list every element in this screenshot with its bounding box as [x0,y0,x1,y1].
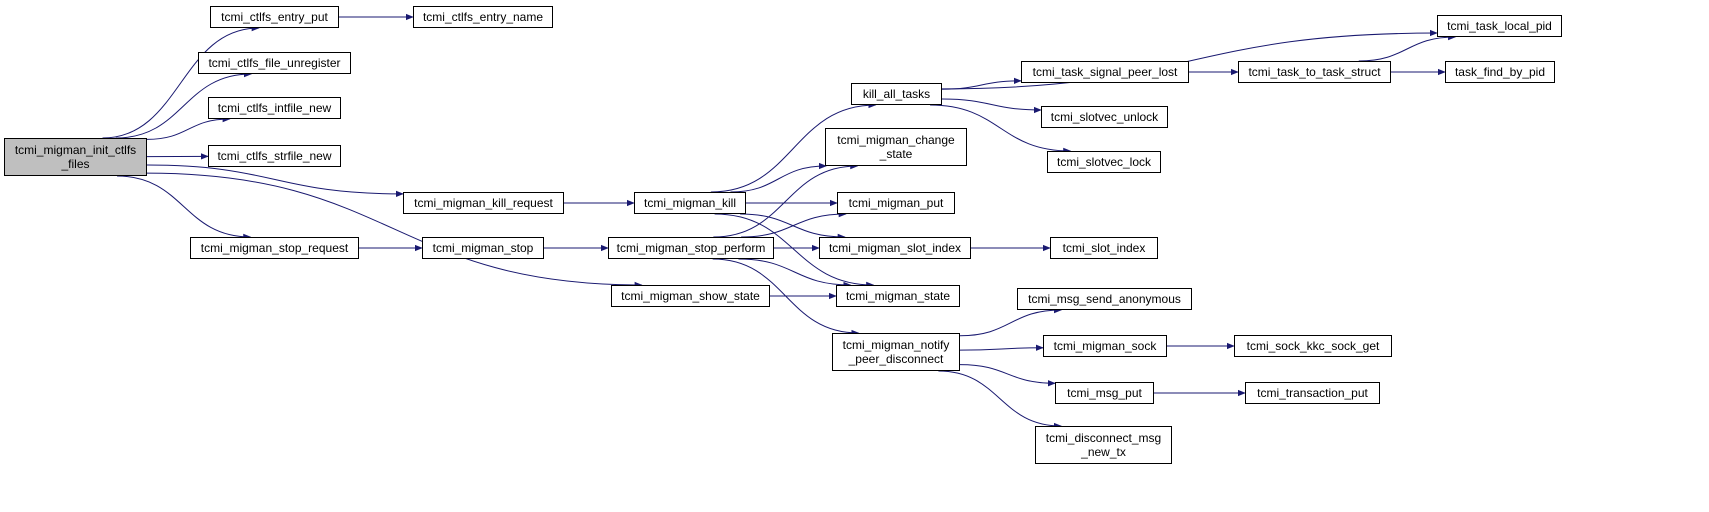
node-tcmi-migman-init-ctlfs-files: tcmi_migman_init_ctlfs _files [4,138,147,176]
edge-stop_perform-to-notify_peer [712,258,860,337]
edge-notify_peer-to-msg_put [959,364,1056,387]
edge-root-to-entry_put [102,24,260,139]
node-tcmi-sock-kkc-sock-get[interactable]: tcmi_sock_kkc_sock_get [1234,335,1392,357]
edge-stop_perform-to-migman_state [738,258,852,289]
node-task-find-by-pid[interactable]: task_find_by_pid [1445,61,1555,83]
edge-task_to_task_struct-to-task_local_pid [1358,33,1457,62]
edge-root-to-show_state [146,172,643,289]
node-tcmi-msg-send-anonymous[interactable]: tcmi_msg_send_anonymous [1017,288,1192,310]
node-tcmi-disconnect-msg-new-tx[interactable]: tcmi_disconnect_msg _new_tx [1035,426,1172,464]
node-tcmi-ctlfs-entry-put[interactable]: tcmi_ctlfs_entry_put [210,6,339,28]
node-tcmi-slotvec-unlock[interactable]: tcmi_slotvec_unlock [1041,106,1168,128]
edge-notify_peer-to-msg_send_anon [959,306,1063,337]
edge-stop_perform-to-migman_put [741,210,847,238]
node-tcmi-ctlfs-strfile-new[interactable]: tcmi_ctlfs_strfile_new [208,145,341,167]
node-tcmi-ctlfs-entry-name[interactable]: tcmi_ctlfs_entry_name [413,6,553,28]
node-tcmi-ctlfs-file-unregister[interactable]: tcmi_ctlfs_file_unregister [198,52,351,74]
node-tcmi-migman-change-state[interactable]: tcmi_migman_change _state [825,128,967,166]
edge-kill_all_tasks-to-signal_peer_lost [941,77,1022,90]
node-tcmi-migman-kill-request[interactable]: tcmi_migman_kill_request [403,192,564,214]
node-tcmi-ctlfs-intfile-new[interactable]: tcmi_ctlfs_intfile_new [208,97,341,119]
node-tcmi-migman-stop[interactable]: tcmi_migman_stop [422,237,544,259]
node-tcmi-task-local-pid[interactable]: tcmi_task_local_pid [1437,15,1562,37]
edge-root-to-file_unregister [115,70,253,139]
node-tcmi-slot-index[interactable]: tcmi_slot_index [1050,237,1158,259]
edge-root-to-stop_request [117,175,252,241]
node-tcmi-task-signal-peer-lost[interactable]: tcmi_task_signal_peer_lost [1021,61,1189,83]
node-tcmi-migman-sock[interactable]: tcmi_migman_sock [1043,335,1167,357]
node-tcmi-migman-stop-perform[interactable]: tcmi_migman_stop_perform [608,237,774,259]
node-tcmi-transaction-put[interactable]: tcmi_transaction_put [1245,382,1380,404]
edge-notify_peer-to-disconnect_msg [938,370,1062,430]
node-tcmi-migman-show-state[interactable]: tcmi_migman_show_state [611,285,770,307]
node-tcmi-migman-kill[interactable]: tcmi_migman_kill [634,192,746,214]
edge-kill_all_tasks-to-task_local_pid [941,29,1438,90]
node-tcmi-migman-slot-index[interactable]: tcmi_migman_slot_index [819,237,971,259]
node-tcmi-migman-put[interactable]: tcmi_migman_put [837,192,955,214]
edge-root-to-intfile_new [146,115,231,140]
edge-stop_perform-to-change_state [713,162,859,238]
edge-root-to-kill_request [146,164,404,198]
edge-migman_kill-to-change_state [730,162,827,193]
node-tcmi-migman-state[interactable]: tcmi_migman_state [836,285,960,307]
edge-notify_peer-to-migman_sock [959,344,1044,351]
node-tcmi-msg-put[interactable]: tcmi_msg_put [1055,382,1154,404]
node-kill-all-tasks[interactable]: kill_all_tasks [851,83,942,105]
edge-kill_all_tasks-to-slotvec_lock [930,104,1072,155]
node-tcmi-migman-stop-request[interactable]: tcmi_migman_stop_request [190,237,359,259]
node-tcmi-migman-notify-peer-disconnect[interactable]: tcmi_migman_notify _peer_disconnect [832,333,960,371]
node-tcmi-slotvec-lock[interactable]: tcmi_slotvec_lock [1047,151,1161,173]
node-tcmi-task-to-task-struct[interactable]: tcmi_task_to_task_struct [1238,61,1391,83]
edge-kill_all_tasks-to-slotvec_unlock [941,98,1042,114]
edge-migman_kill-to-kill_all_tasks [710,101,877,193]
